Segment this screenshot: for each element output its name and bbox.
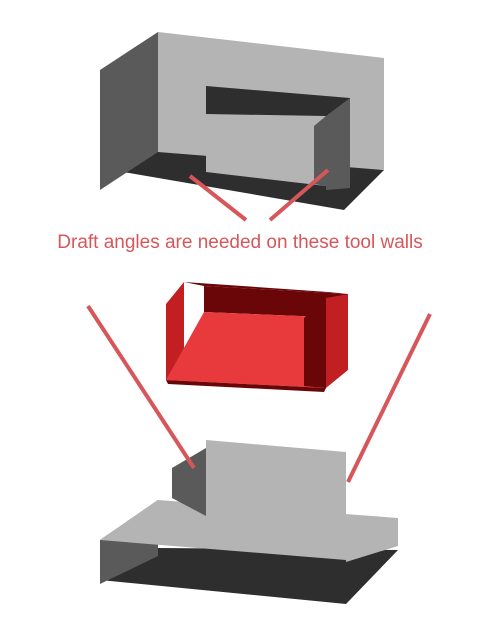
part-back-wall xyxy=(184,282,348,294)
upper-mold xyxy=(100,32,384,210)
part-left-wall xyxy=(166,282,184,380)
upper-mold-left-face xyxy=(100,32,158,190)
lower-mold-base-front xyxy=(346,518,398,562)
leader-line-lower-right xyxy=(346,313,432,483)
leader-line-upper-right xyxy=(268,168,330,222)
leader-line-lower-left xyxy=(86,304,196,470)
part-front-wall xyxy=(326,294,348,388)
lower-mold-core-left xyxy=(172,448,206,516)
upper-mold-core-tab-shade xyxy=(314,116,326,186)
lower-mold-core-front xyxy=(206,440,346,516)
leader-line-upper-left xyxy=(188,174,248,222)
upper-mold-core-tab xyxy=(206,114,326,186)
molded-part xyxy=(166,282,348,392)
lower-mold-bottom-face xyxy=(100,548,398,604)
annotation-caption: Draft angles are needed on these tool wa… xyxy=(57,232,423,253)
part-right-wall xyxy=(304,298,326,388)
part-inner-back xyxy=(204,286,348,318)
upper-mold-cavity-wall xyxy=(326,98,350,190)
leader-lines xyxy=(86,168,432,483)
lower-mold xyxy=(100,440,398,604)
part-inner-floor xyxy=(166,312,348,388)
part-bottom-edge xyxy=(166,380,326,392)
